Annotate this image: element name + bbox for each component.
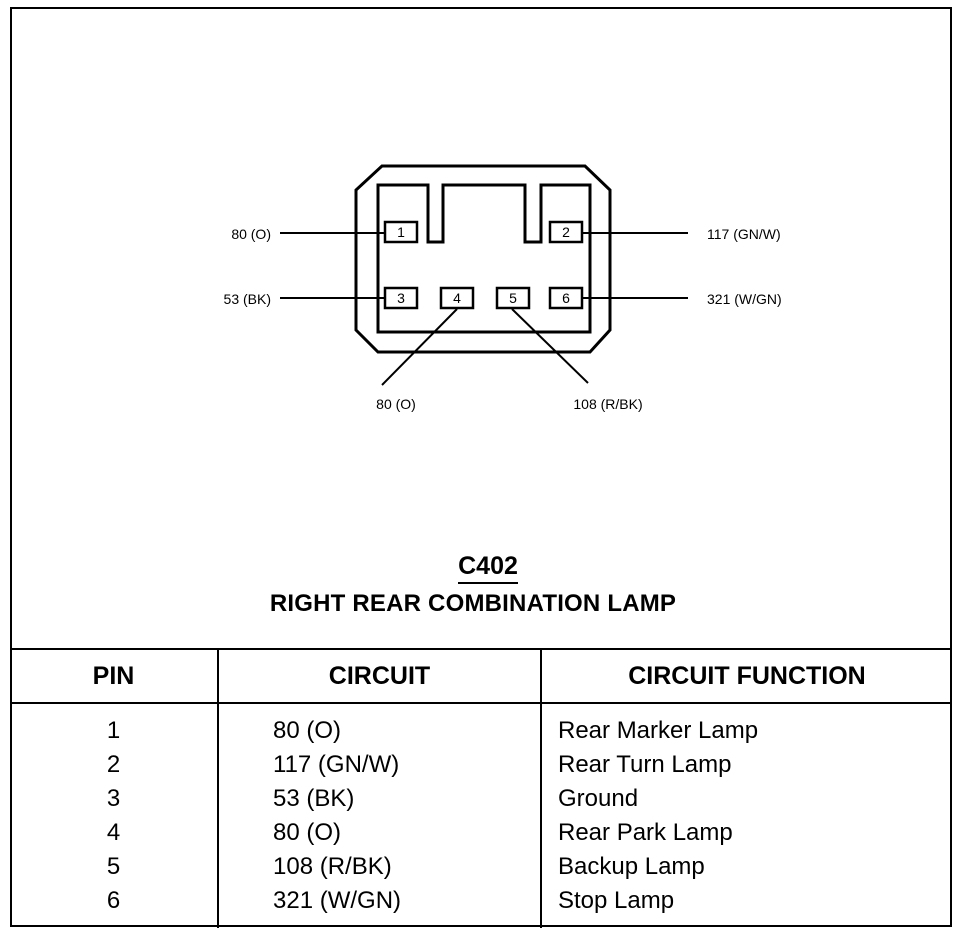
cell-circuit: 80 (O): [217, 703, 541, 748]
cell-function: Rear Turn Lamp: [540, 748, 952, 782]
cell-circuit: 321 (W/GN): [217, 884, 541, 928]
svg-text:2: 2: [562, 224, 570, 240]
cell-function: Stop Lamp: [540, 884, 952, 928]
table-row: 3 53 (BK) Ground: [10, 782, 952, 816]
header-circuit-function: CIRCUIT FUNCTION: [540, 648, 952, 704]
wire-label-pin-5: 108 (R/BK): [573, 396, 642, 412]
header-circuit: CIRCUIT: [217, 648, 541, 704]
cell-circuit: 108 (R/BK): [217, 850, 541, 884]
table-row: 2 117 (GN/W) Rear Turn Lamp: [10, 748, 952, 782]
table-header-row: PIN CIRCUIT CIRCUIT FUNCTION: [10, 648, 952, 704]
pin-5: 5: [495, 286, 531, 310]
pin-4: 4: [439, 286, 475, 310]
table-row: 5 108 (R/BK) Backup Lamp: [10, 850, 952, 884]
connector-outer-shell: [354, 164, 612, 354]
pin-6: 6: [548, 286, 584, 310]
cell-circuit: 53 (BK): [217, 782, 541, 816]
pin-3: 3: [383, 286, 419, 310]
wire-label-pin-6: 321 (W/GN): [707, 291, 782, 307]
svg-text:4: 4: [453, 290, 461, 306]
connector-diagram: 1 2 3 4 5 6 80 (O) 117 (GN/W) 53 (BK) 32…: [224, 164, 782, 412]
cell-pin: 4: [106, 819, 121, 846]
cell-pin: 2: [106, 751, 121, 778]
svg-text:5: 5: [509, 290, 517, 306]
table-row: 1 80 (O) Rear Marker Lamp: [10, 703, 952, 748]
cell-function: Ground: [540, 782, 952, 816]
header-pin: PIN: [10, 648, 218, 704]
wire-label-pin-4: 80 (O): [376, 396, 416, 412]
cell-pin: 5: [106, 853, 121, 880]
pin-circuit-table: PIN CIRCUIT CIRCUIT FUNCTION 1 80 (O) Re…: [10, 648, 952, 928]
wire-label-pin-2: 117 (GN/W): [707, 226, 781, 242]
pin-1: 1: [383, 220, 419, 244]
table-row: 4 80 (O) Rear Park Lamp: [10, 816, 952, 850]
wire-pin-5: [511, 308, 589, 384]
connector-id: C402: [458, 552, 518, 584]
table-row: 6 321 (W/GN) Stop Lamp: [10, 884, 952, 928]
cell-function: Backup Lamp: [540, 850, 952, 884]
cell-function: Rear Park Lamp: [540, 816, 952, 850]
connector-name: RIGHT REAR COMBINATION LAMP: [269, 590, 677, 617]
pin-2: 2: [548, 220, 584, 244]
cell-pin: 1: [106, 717, 121, 744]
cell-circuit: 117 (GN/W): [217, 748, 541, 782]
cell-circuit: 80 (O): [217, 816, 541, 850]
cell-pin: 3: [106, 785, 121, 812]
connector-inner-cavity: [376, 183, 592, 334]
cell-function: Rear Marker Lamp: [540, 703, 952, 748]
svg-text:3: 3: [397, 290, 405, 306]
connector-id-title: C402: [0, 552, 976, 584]
wire-label-pin-1: 80 (O): [231, 226, 271, 242]
wire-label-pin-3: 53 (BK): [224, 291, 271, 307]
svg-text:6: 6: [562, 290, 570, 306]
wire-pin-4: [381, 308, 458, 386]
cell-pin: 6: [106, 887, 121, 914]
svg-text:1: 1: [397, 224, 405, 240]
